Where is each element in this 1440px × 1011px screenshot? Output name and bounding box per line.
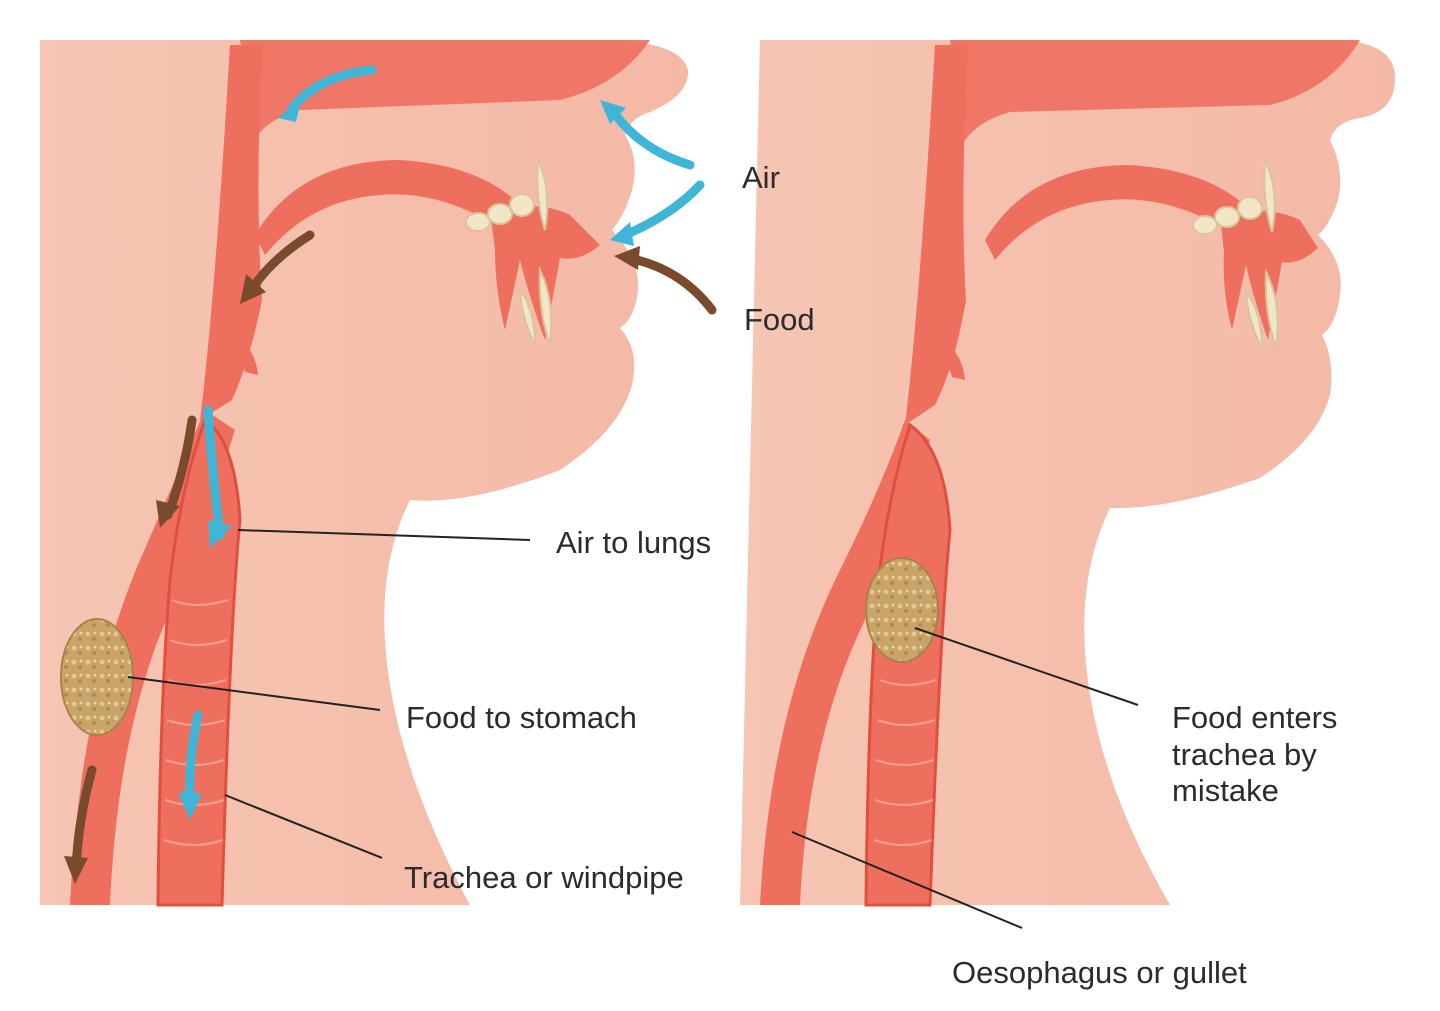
left-nasal-cavity bbox=[240, 40, 650, 140]
right-nasal-cavity bbox=[950, 40, 1360, 145]
right-epiglottis bbox=[940, 340, 965, 380]
left-leader-lines bbox=[127, 529, 531, 859]
food-arrow-icon bbox=[623, 253, 717, 315]
label-trachea: Trachea or windpipe bbox=[404, 860, 684, 895]
left-food-arrowheads bbox=[64, 246, 640, 884]
air-arrow-icon bbox=[203, 405, 225, 540]
right-food-bolus-in-trachea bbox=[865, 557, 939, 663]
label-food-to-stomach: Food to stomach bbox=[406, 700, 637, 735]
left-food-bolus bbox=[60, 618, 134, 736]
left-epiglottis bbox=[232, 335, 258, 375]
label-air-to-lungs: Air to lungs bbox=[556, 525, 712, 560]
right-teeth bbox=[1192, 156, 1279, 349]
air-arrow-icon bbox=[607, 105, 695, 170]
right-leader-lines bbox=[791, 627, 1139, 929]
label-air: Air bbox=[742, 160, 780, 195]
air-arrow-icon bbox=[620, 180, 705, 240]
left-teeth bbox=[465, 156, 553, 346]
left-panel-normal-swallow bbox=[40, 40, 717, 907]
right-trachea bbox=[864, 422, 952, 907]
right-tongue bbox=[1220, 211, 1318, 340]
label-food: Food bbox=[744, 302, 815, 337]
right-panel-choking bbox=[740, 40, 1395, 929]
right-pharynx bbox=[905, 45, 968, 425]
left-tongue bbox=[490, 206, 600, 340]
label-food-enters-trachea: Food enters trachea by mistake bbox=[1172, 700, 1338, 809]
right-palate bbox=[985, 165, 1250, 260]
right-trachea-rings bbox=[873, 679, 937, 846]
left-air-arrowheads bbox=[178, 96, 634, 820]
left-palate bbox=[255, 160, 520, 255]
label-oesophagus: Oesophagus or gullet bbox=[952, 955, 1247, 990]
left-pharynx bbox=[200, 45, 262, 420]
left-trachea bbox=[156, 417, 242, 907]
